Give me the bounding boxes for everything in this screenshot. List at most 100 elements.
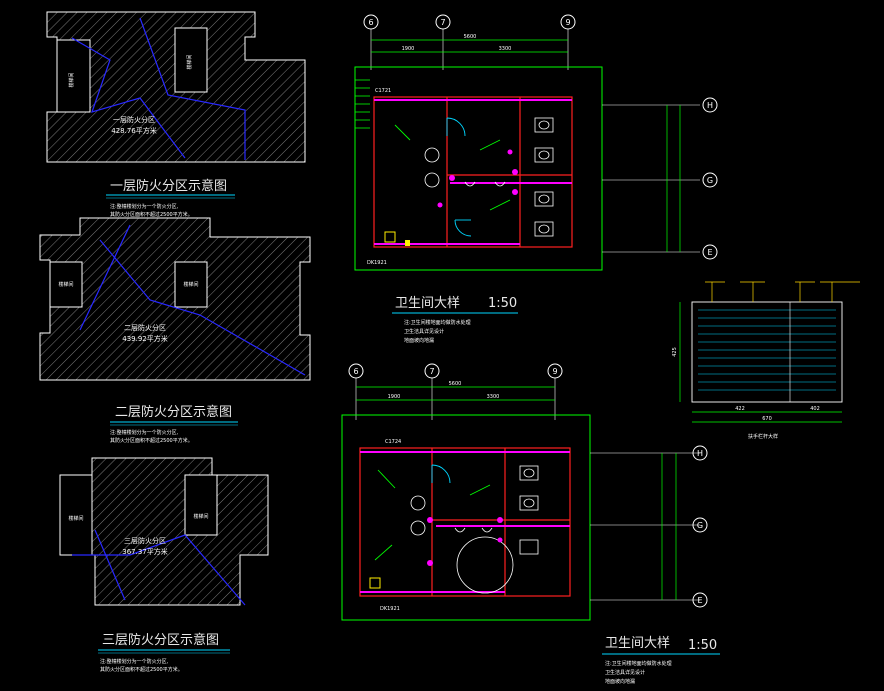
stair-room-left xyxy=(59,474,93,556)
stair-railing-detail: 425 422 402 670 扶手栏杆大样 xyxy=(672,281,860,440)
room-right-label: 楼梯间 xyxy=(193,513,208,520)
toilet-plan-1: 6 7 9 5600 1900 3300 xyxy=(354,14,718,344)
note-3: 地面坡向地漏 xyxy=(404,337,434,344)
axis-label-7: 7 xyxy=(440,18,445,27)
plan-title: 卫生间大样 xyxy=(395,296,460,311)
area-value: 439.92平方米 xyxy=(122,334,168,343)
axis-bubble-E xyxy=(692,592,708,608)
room-left-label: 楼梯间 xyxy=(68,515,83,522)
detail-frame xyxy=(691,301,843,403)
axis-bubble-H xyxy=(692,445,708,461)
note-3: 地面坡向地漏 xyxy=(605,678,635,685)
pipe-markers xyxy=(427,517,503,566)
room-right-label: 楼梯间 xyxy=(183,281,198,288)
floor-drain xyxy=(384,231,396,243)
plan-title: 卫生间大样 xyxy=(605,636,670,651)
stair-room-left xyxy=(49,261,83,308)
area-label: 三层防火分区 xyxy=(124,536,166,545)
fire-zone-plan-2: 楼梯间 楼梯间 二层防火分区 439.92平方米 二层防火分区示意图 注:整幢楼… xyxy=(39,217,311,444)
dim-b: 402 xyxy=(810,406,820,412)
note-2: 其防火分区面积不超过2500平方米。 xyxy=(100,666,183,673)
axis-label-9: 9 xyxy=(565,18,570,27)
stair-room-left xyxy=(56,39,91,113)
dim-total: 5600 xyxy=(464,34,477,40)
area-label: 二层防火分区 xyxy=(124,323,166,332)
evacuation-route-2 xyxy=(139,17,246,160)
right-axis-lines xyxy=(590,452,700,601)
note-1: 注:整幢楼划分为一个防火分区, xyxy=(100,658,169,665)
doors xyxy=(374,464,491,561)
area-label: 一层防火分区 xyxy=(113,115,155,124)
detail-title: 扶手栏杆大样 xyxy=(748,433,778,440)
leader-lines xyxy=(705,281,860,302)
dim-total: 5600 xyxy=(449,381,462,387)
right-axis-lines xyxy=(602,104,700,253)
drain-marker xyxy=(405,240,410,246)
note-1: 注:整幢楼划分为一个防火分区, xyxy=(110,429,179,436)
axis-label-G: G xyxy=(697,521,703,530)
evacuation-route xyxy=(79,224,131,331)
railing-lines xyxy=(698,309,836,391)
door-code: DK1921 xyxy=(380,606,400,612)
walls-red xyxy=(359,447,571,597)
dim-a: 1900 xyxy=(402,46,415,52)
note-1: 注:卫生间楼地面均做防水处理 xyxy=(605,660,672,667)
fire-zone-plan-3: 楼梯间 楼梯间 三层防火分区 367.37平方米 三层防火分区示意图 注:整幢楼… xyxy=(59,457,269,673)
axis-bubble-G xyxy=(702,172,718,188)
axis-bubble-E xyxy=(702,244,718,260)
stair-room-right xyxy=(174,261,208,308)
stair-room-right xyxy=(174,27,208,93)
axis-label-E: E xyxy=(697,596,702,605)
note-2: 卫生洁具详见设计 xyxy=(404,328,444,335)
fixtures xyxy=(410,465,539,594)
note-2: 其防火分区面积不超过2500平方米。 xyxy=(110,437,193,444)
room-left-label: 楼梯间 xyxy=(68,72,75,87)
toilet-plan-2: 6 7 9 5600 1900 3300 xyxy=(341,363,720,685)
evacuation-route xyxy=(71,37,186,159)
dim-b: 3300 xyxy=(487,394,500,400)
evacuation-route-2 xyxy=(94,529,126,601)
note-2: 其防火分区面积不超过2500平方米。 xyxy=(110,211,193,218)
note-2: 卫生洁具详见设计 xyxy=(605,669,645,676)
axis-label-G: G xyxy=(707,176,713,185)
axis-label-H: H xyxy=(707,101,713,110)
pipe-markers xyxy=(437,149,518,208)
plan-frame xyxy=(341,414,591,621)
axis-label-9: 9 xyxy=(552,367,557,376)
stair-treads xyxy=(355,79,370,129)
dim-bottom: 670 xyxy=(762,416,772,422)
plan-title: 二层防火分区示意图 xyxy=(115,404,232,420)
plan-frame xyxy=(354,66,603,271)
axis-label-H: H xyxy=(697,449,703,458)
dim-a: 422 xyxy=(735,406,745,412)
note-1: 注:整幢楼划分为一个防火分区, xyxy=(110,203,179,210)
area-value: 367.37平方米 xyxy=(122,547,168,556)
walls-red xyxy=(373,96,573,248)
dim-a: 1900 xyxy=(388,394,401,400)
note-1: 注:卫生间楼地面均做防水处理 xyxy=(404,319,471,326)
evacuation-route xyxy=(72,534,246,606)
doors xyxy=(394,117,511,237)
window-code: C1724 xyxy=(385,439,401,445)
dim-side: 425 xyxy=(672,347,678,357)
fixtures xyxy=(424,117,554,237)
fire-zone-plan-1: 楼梯间 楼梯间 一层防火分区 428.76平方米 一层防火分区示意图 注:整幢楼… xyxy=(46,11,306,218)
dim-b: 3300 xyxy=(499,46,512,52)
door-code: DK1921 xyxy=(367,260,387,266)
axis-label-E: E xyxy=(707,248,712,257)
evacuation-route-2 xyxy=(99,239,306,376)
room-right-label: 楼梯间 xyxy=(186,54,193,69)
axis-label-7: 7 xyxy=(429,367,434,376)
walls-magenta xyxy=(374,99,572,245)
walls-magenta xyxy=(360,451,570,593)
plan-scale: 1:50 xyxy=(688,638,717,653)
plan-scale: 1:50 xyxy=(488,296,517,311)
plan-title: 一层防火分区示意图 xyxy=(110,178,227,194)
stair-room-right xyxy=(184,474,218,536)
axis-bubble-G xyxy=(692,517,708,533)
axis-bubble-H xyxy=(702,97,718,113)
axis-label-6: 6 xyxy=(353,367,358,376)
axis-label-6: 6 xyxy=(368,18,373,27)
plan-title: 三层防火分区示意图 xyxy=(102,632,219,648)
